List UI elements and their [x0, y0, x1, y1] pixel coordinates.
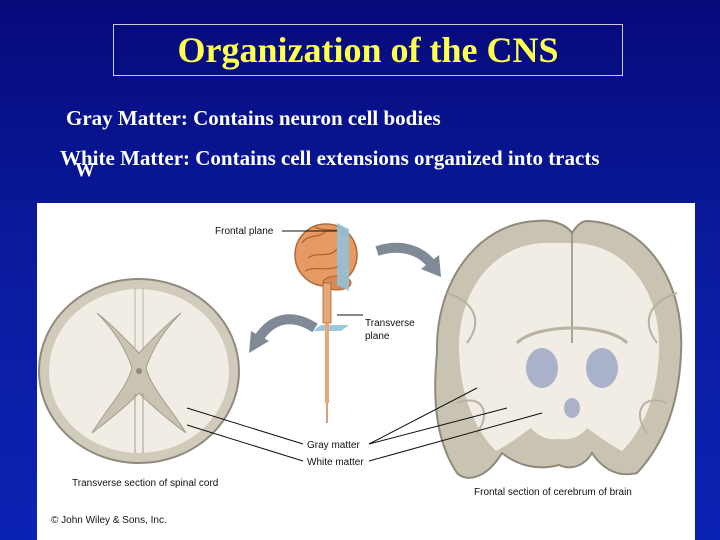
slide-title: Organization of the CNS — [177, 30, 559, 70]
transverse-plane-label-2: plane — [365, 331, 390, 342]
arrow-head-brain — [421, 255, 441, 277]
cns-diagram: Frontal plane Transverse plane Gray matt… — [38, 219, 683, 526]
spinal-cord-section — [38, 278, 240, 464]
gray-matter-label: Gray matter — [307, 440, 360, 451]
arrow-head-spinal — [249, 331, 269, 353]
copyright-label: © John Wiley & Sons, Inc. — [51, 515, 167, 526]
leader-lines — [186, 230, 543, 462]
frontal-plane-label: Frontal plane — [215, 226, 274, 237]
arrow-to-brain — [375, 242, 437, 269]
title-box: Organization of the CNS — [113, 24, 623, 76]
brain-caption: Frontal section of cerebrum of brain — [474, 487, 632, 498]
spinal-caption: Transverse section of spinal cord — [72, 478, 218, 489]
brain-frontal-section — [434, 219, 683, 479]
cns-figure: Frontal plane Transverse plane Gray matt… — [37, 203, 695, 540]
stray-letter: W — [75, 159, 95, 181]
gray-matter-bullet: Gray Matter: Contains neuron cell bodies — [66, 106, 441, 130]
white-matter-label: White matter — [307, 457, 364, 468]
transverse-plane-label-1: Transverse — [365, 318, 415, 329]
white-matter-bullet: White Matter: Contains cell extensions o… — [60, 146, 600, 170]
arrow-to-spinal — [254, 314, 318, 341]
brain-illustration — [294, 223, 358, 423]
